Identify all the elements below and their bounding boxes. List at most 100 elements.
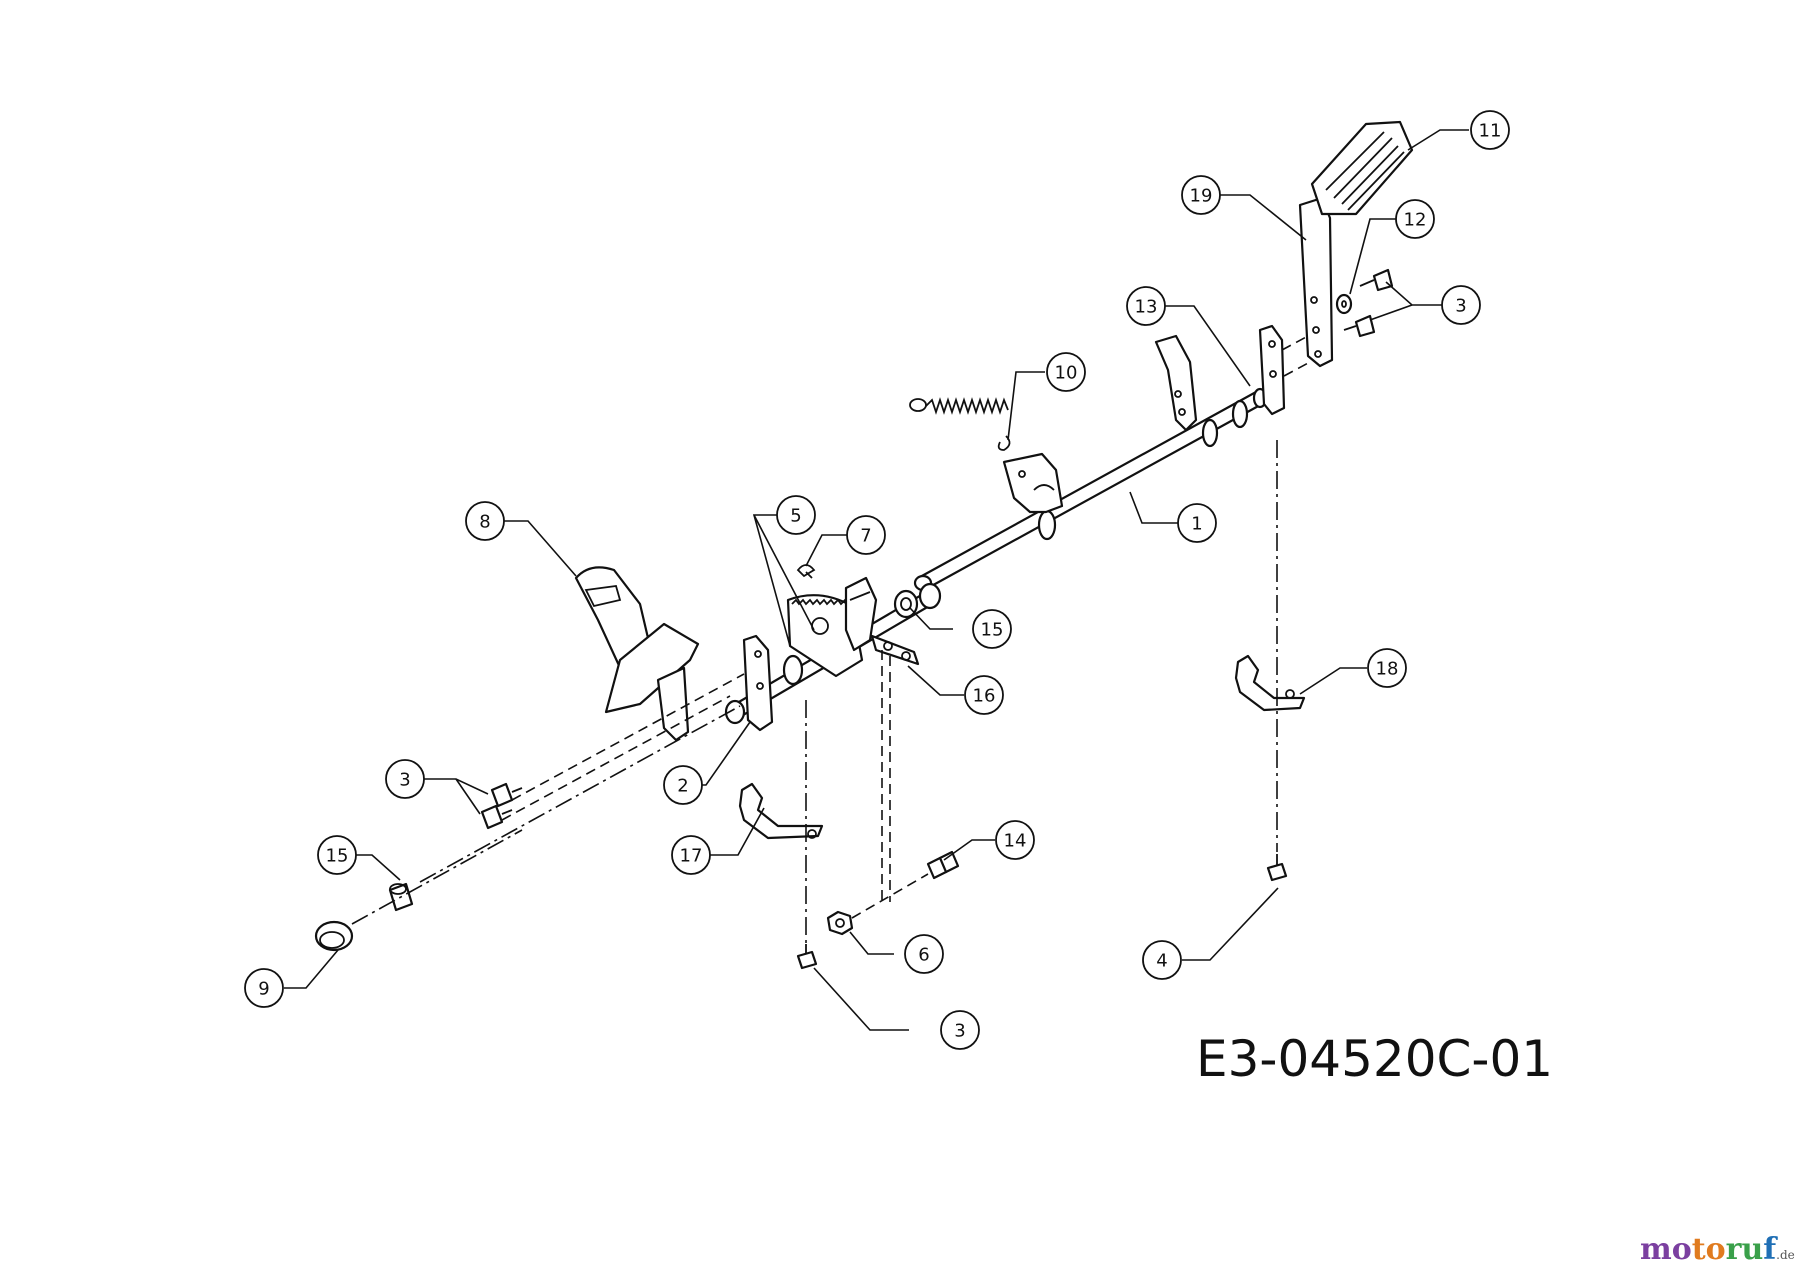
callout-circle <box>671 835 711 875</box>
center-bracket <box>1002 452 1064 514</box>
watermark-letter: r <box>1725 1232 1742 1267</box>
callout-11: 11 <box>1470 110 1510 150</box>
callout-label: 19 <box>1190 186 1213 207</box>
callout-label: 5 <box>790 506 801 527</box>
right-lever-plate <box>1154 334 1198 432</box>
pedal-washer <box>1335 293 1353 315</box>
callout-label: 10 <box>1055 363 1078 384</box>
watermark-letter: u <box>1741 1232 1764 1267</box>
callout-label: 15 <box>981 620 1004 641</box>
callout-14: 14 <box>995 820 1035 860</box>
callout-label: 3 <box>1455 296 1466 317</box>
callout-circle <box>465 501 505 541</box>
callout-label: 3 <box>954 1021 965 1042</box>
callout-6: 6 <box>904 934 944 974</box>
leader-lines <box>284 129 1469 1031</box>
callout-label: 6 <box>918 945 929 966</box>
watermark-suffix: .de <box>1776 1248 1795 1262</box>
callout-circle <box>385 759 425 799</box>
callout-2: 2 <box>663 765 703 805</box>
callout-circle <box>1395 199 1435 239</box>
callout-18: 18 <box>1367 648 1407 688</box>
callout-3: 3 <box>385 759 425 799</box>
callout-17: 17 <box>671 835 711 875</box>
watermark-letter: m <box>1640 1232 1672 1267</box>
bottom-bolt <box>796 944 818 970</box>
cable-clip-left <box>738 782 824 840</box>
callout-4: 4 <box>1142 940 1182 980</box>
callout-label: 3 <box>399 770 410 791</box>
callout-label: 7 <box>860 526 871 547</box>
pedal-bolts <box>1343 268 1394 338</box>
callout-label: 1 <box>1191 514 1202 535</box>
callout-circle <box>964 675 1004 715</box>
callout-circle <box>1126 286 1166 326</box>
watermark-letter: o <box>1705 1232 1726 1267</box>
callout-circle <box>1367 648 1407 688</box>
callout-label: 18 <box>1376 659 1399 680</box>
callout-9: 9 <box>244 968 284 1008</box>
callout-circle <box>244 968 284 1008</box>
pedal-pad <box>1310 120 1414 216</box>
callout-8: 8 <box>465 501 505 541</box>
callout-label: 9 <box>258 979 269 1000</box>
callout-label: 15 <box>326 846 349 867</box>
main-shaft <box>913 387 1268 592</box>
callout-label: 14 <box>1004 831 1027 852</box>
callout-circle <box>1142 940 1182 980</box>
callout-1: 1 <box>1177 503 1217 543</box>
callout-circle <box>940 1010 980 1050</box>
assembly-lines <box>351 335 1311 944</box>
right-bottom-bolt <box>1266 854 1288 882</box>
callout-circle <box>995 820 1035 860</box>
callout-5: 5 <box>776 495 816 535</box>
cable-clip-right <box>1234 654 1306 712</box>
link-plate <box>870 634 920 666</box>
callout-label: 8 <box>479 512 490 533</box>
callout-15: 15 <box>972 609 1012 649</box>
callout-circle <box>1177 503 1217 543</box>
callout-19: 19 <box>1181 175 1221 215</box>
watermark-letter: f <box>1763 1232 1777 1267</box>
callout-circle <box>846 515 886 555</box>
right-mount-plate <box>1258 324 1286 416</box>
callout-circle <box>663 765 703 805</box>
watermark-letter: o <box>1671 1232 1692 1267</box>
watermark-letter: t <box>1691 1232 1706 1267</box>
left-bolts <box>480 782 523 830</box>
callout-3: 3 <box>1441 285 1481 325</box>
callout-7: 7 <box>846 515 886 555</box>
callout-label: 4 <box>1156 951 1167 972</box>
lift-handle <box>574 566 700 742</box>
callout-label: 16 <box>973 686 996 707</box>
callout-circle <box>972 609 1012 649</box>
brake-pedal-arm <box>1298 196 1334 368</box>
callout-label: 12 <box>1404 210 1427 231</box>
watermark-text: motoruf <box>1640 1232 1776 1267</box>
hex-nut <box>826 910 854 936</box>
left-mount-plate <box>742 634 774 732</box>
tension-spring <box>909 397 1011 451</box>
callout-10: 10 <box>1046 352 1086 392</box>
site-watermark: motoruf.de <box>1640 1232 1795 1267</box>
callout-12: 12 <box>1395 199 1435 239</box>
callout-label: 17 <box>680 846 703 867</box>
callout-15: 15 <box>317 835 357 875</box>
callout-circle <box>1181 175 1221 215</box>
callout-label: 11 <box>1479 121 1502 142</box>
end-cap <box>314 920 354 952</box>
callout-16: 16 <box>964 675 1004 715</box>
callout-13: 13 <box>1126 286 1166 326</box>
callout-circle <box>904 934 944 974</box>
bushing-upper <box>893 589 919 619</box>
drawing-number: E3-04520C-01 <box>1196 1030 1554 1088</box>
callout-3: 3 <box>940 1010 980 1050</box>
callout-label: 2 <box>677 776 688 797</box>
callout-circle <box>776 495 816 535</box>
shoulder-bolt <box>926 850 960 880</box>
callout-circle <box>1470 110 1510 150</box>
pawl-bracket <box>844 576 878 652</box>
cotter-pin <box>796 564 816 579</box>
